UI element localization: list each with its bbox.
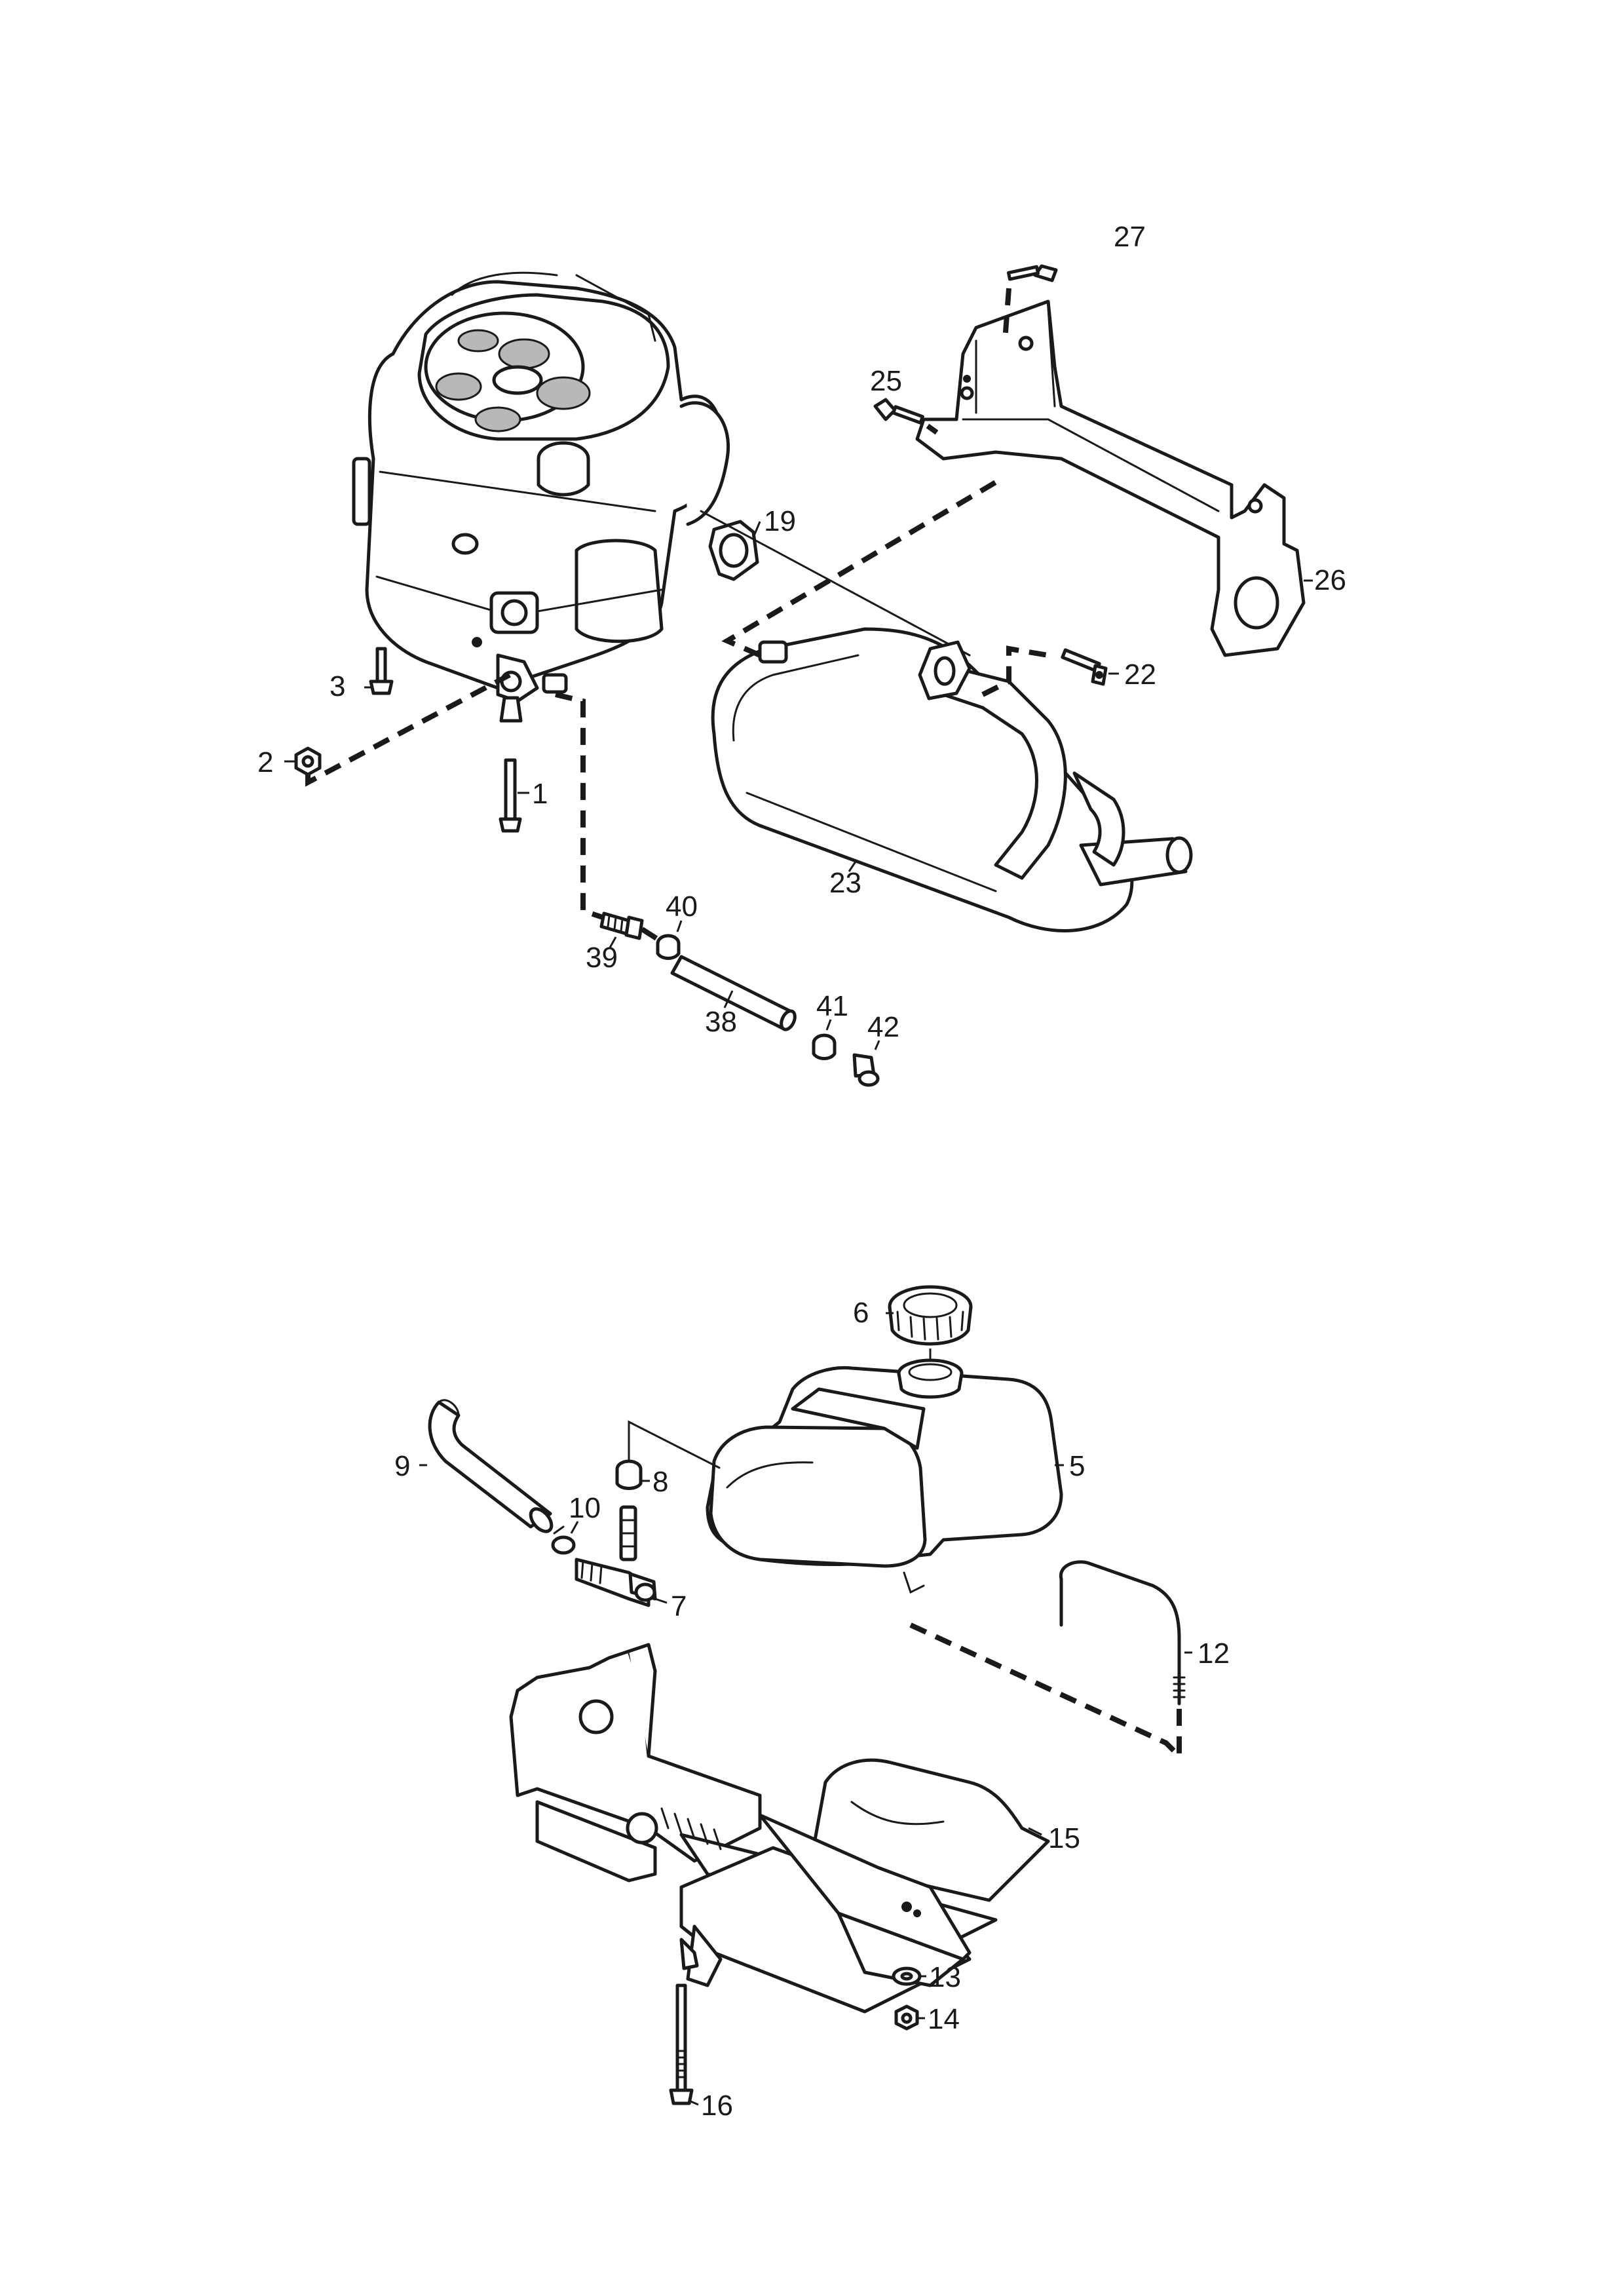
part-23-muffler — [711, 627, 1193, 932]
callout-5: 5 — [1069, 1450, 1085, 1482]
callout-26: 26 — [1314, 564, 1346, 596]
callout-14: 14 — [928, 2003, 960, 2035]
callout-41: 41 — [816, 990, 848, 1022]
callout-7: 7 — [671, 1590, 687, 1622]
part-8-grommet — [615, 1459, 643, 1490]
part-22-bolt — [1061, 648, 1108, 686]
part-9-fuel-hose — [428, 1399, 554, 1533]
part-16-bolt — [669, 1983, 694, 2105]
part-14-nut — [894, 2004, 919, 2031]
callout-3: 3 — [330, 670, 345, 702]
callout-1: 1 — [532, 778, 548, 810]
callout-6: 6 — [853, 1297, 869, 1329]
callout-12: 12 — [1198, 1637, 1230, 1670]
part-5-fuel-tank — [706, 1358, 1063, 1594]
callout-2: 2 — [257, 746, 273, 778]
part-40-clamp — [656, 934, 681, 960]
callout-9: 9 — [394, 1450, 410, 1482]
part-2-nut — [294, 746, 322, 776]
part-13-washer — [892, 1966, 922, 1986]
part-12-rod — [1059, 1560, 1186, 1706]
part-1-bolt — [499, 758, 522, 833]
part-19-gasket — [708, 520, 759, 581]
part-15-tank-base — [509, 1643, 1050, 2014]
callout-38: 38 — [705, 1006, 737, 1038]
part-27-bolt — [1006, 264, 1058, 282]
callout-15: 15 — [1048, 1822, 1080, 1854]
part-42-plug — [852, 1053, 880, 1087]
callout-27: 27 — [1114, 221, 1146, 253]
callout-42: 42 — [867, 1011, 899, 1043]
part-41-clamp — [812, 1033, 837, 1060]
callout-8: 8 — [652, 1466, 668, 1498]
callout-39: 39 — [586, 942, 618, 974]
callout-22: 22 — [1124, 659, 1156, 691]
callout-13: 13 — [929, 1961, 961, 1993]
part-3-bolt — [369, 647, 394, 695]
callout-25: 25 — [870, 365, 902, 397]
callout-10: 10 — [569, 1492, 601, 1524]
part-7-fuel-valve — [575, 1505, 657, 1607]
callout-23: 23 — [829, 867, 861, 899]
engine — [352, 271, 730, 723]
callout-16: 16 — [701, 2090, 733, 2122]
part-26-bracket — [915, 299, 1306, 657]
part-39-fitting — [599, 911, 644, 940]
callout-19: 19 — [764, 505, 796, 537]
callout-40: 40 — [666, 890, 698, 923]
part-25-bolt — [873, 398, 924, 425]
part-10-clamp — [551, 1525, 576, 1555]
part-6-fuel-cap — [888, 1285, 973, 1346]
